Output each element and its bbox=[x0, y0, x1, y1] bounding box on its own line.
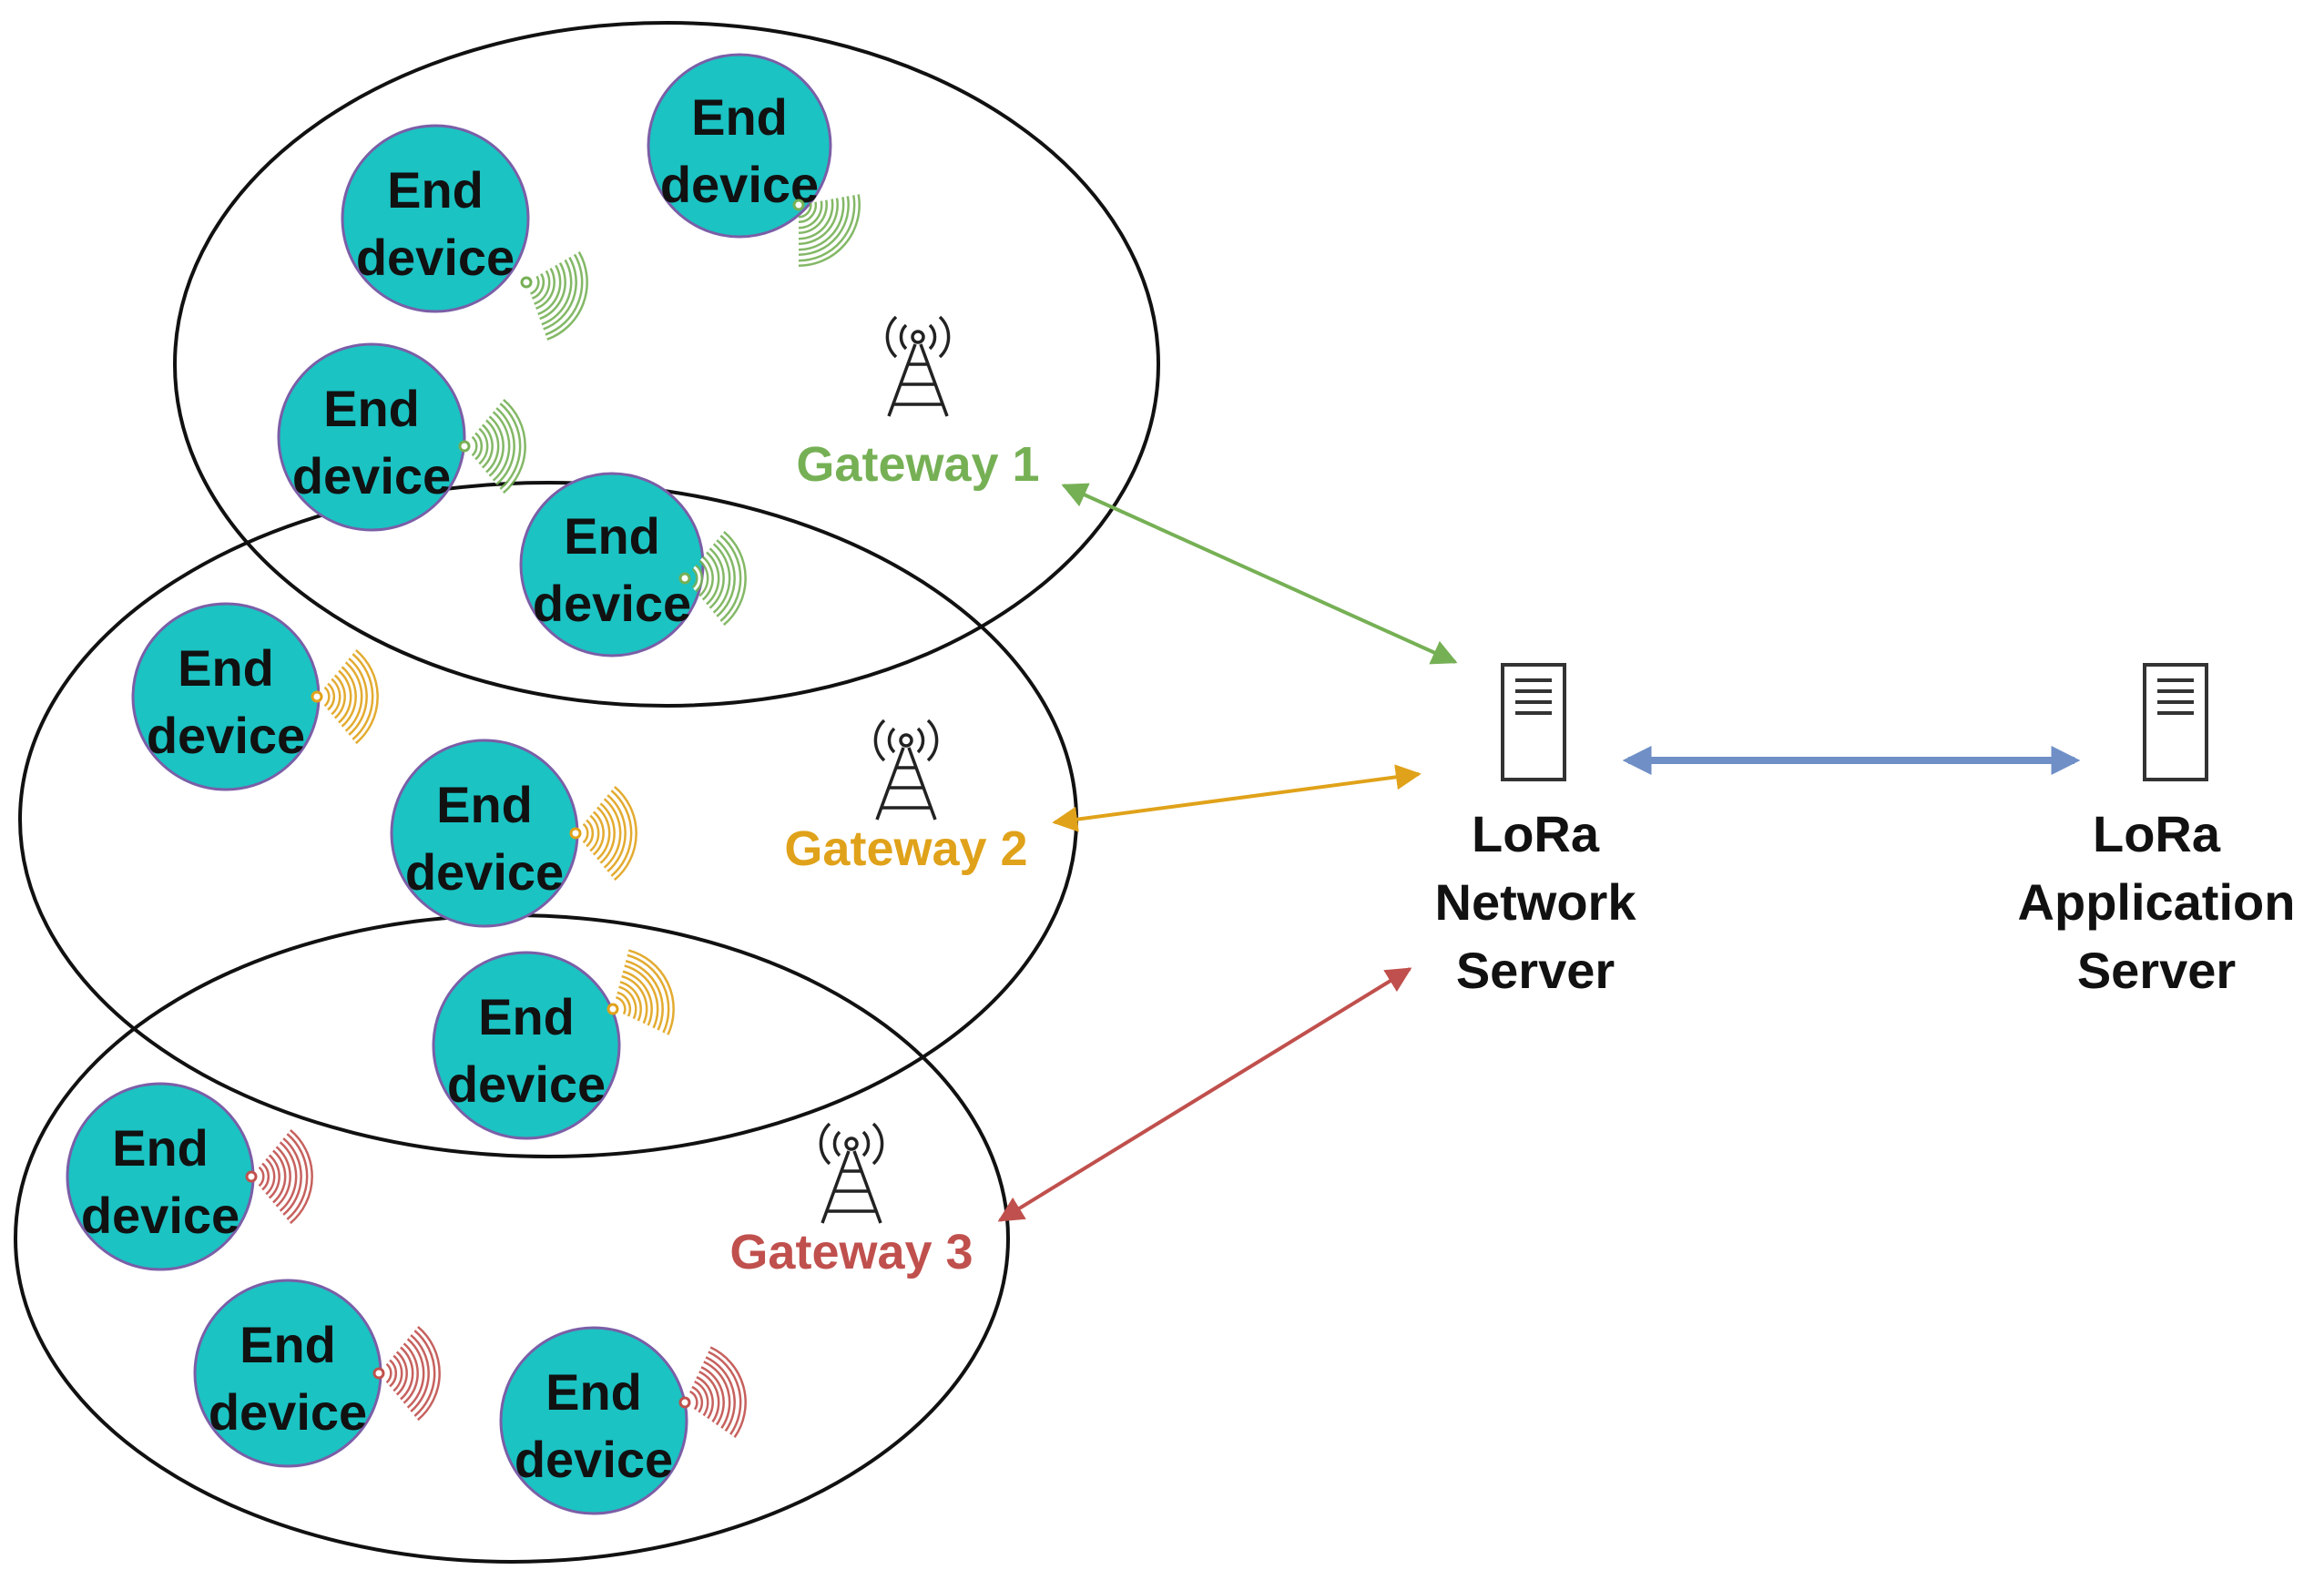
signal-waves-icon bbox=[245, 1128, 313, 1225]
end-device-label-line-1: End bbox=[387, 161, 484, 219]
application-server-line-1: LoRa bbox=[2093, 805, 2221, 862]
end-device-label-line-1: End bbox=[240, 1316, 336, 1373]
signal-waves-icon bbox=[606, 949, 675, 1035]
end-device-label-line-2: device bbox=[209, 1383, 367, 1441]
end-device: End device bbox=[66, 1082, 313, 1271]
gateway-3: Gateway 3 bbox=[729, 1122, 973, 1279]
end-device: End device bbox=[277, 342, 526, 532]
end-device-circle bbox=[341, 124, 530, 313]
lora-application-server: LoRa Application Server bbox=[2018, 663, 2296, 999]
end-device-circle bbox=[432, 951, 621, 1140]
gateway-3-label: Gateway 3 bbox=[729, 1225, 973, 1279]
end-device-label-line-1: End bbox=[564, 507, 660, 565]
end-device: End device bbox=[390, 739, 637, 928]
end-device-label-line-2: device bbox=[81, 1187, 240, 1244]
end-device-label-line-1: End bbox=[323, 380, 420, 437]
end-device-label-line-2: device bbox=[533, 575, 691, 632]
signal-waves-icon bbox=[678, 1346, 747, 1438]
end-device-label-line-1: End bbox=[478, 988, 575, 1045]
cell-tower-icon bbox=[819, 1122, 884, 1224]
end-device: End device bbox=[341, 124, 588, 341]
end-device-circle bbox=[647, 53, 832, 239]
end-device: End device bbox=[432, 949, 675, 1140]
network-server-line-1: LoRa bbox=[1472, 805, 1600, 862]
end-device-label-line-2: device bbox=[147, 707, 305, 764]
coverage-area-gateway-1 bbox=[173, 21, 1160, 708]
gateway-1-label: Gateway 1 bbox=[796, 437, 1039, 492]
signal-waves-icon bbox=[458, 398, 526, 494]
server-icon bbox=[1501, 663, 1566, 781]
end-device-label-line-1: End bbox=[178, 639, 274, 697]
cell-tower-icon bbox=[885, 315, 951, 417]
network-server-line-2: Network bbox=[1435, 873, 1637, 931]
end-device: End device bbox=[131, 602, 379, 791]
end-device-label-line-1: End bbox=[436, 776, 533, 833]
signal-waves-icon bbox=[569, 785, 637, 882]
signal-waves-icon bbox=[792, 194, 861, 267]
application-server-line-2: Application bbox=[2018, 873, 2296, 931]
signal-waves-icon bbox=[678, 530, 747, 627]
signal-waves-icon bbox=[520, 251, 588, 341]
end-device: End device bbox=[519, 472, 747, 657]
gateway-2-label: Gateway 2 bbox=[784, 821, 1027, 876]
gateway-1: Gateway 1 bbox=[796, 315, 1040, 492]
end-device-label-line-2: device bbox=[292, 447, 451, 505]
signal-waves-icon bbox=[372, 1325, 441, 1422]
end-device-label-line-2: device bbox=[356, 229, 515, 286]
end-device-label-line-1: End bbox=[545, 1363, 642, 1421]
cell-tower-icon bbox=[873, 719, 939, 821]
end-device-label-line-1: End bbox=[112, 1119, 209, 1177]
gateway-2: Gateway 2 bbox=[784, 719, 1028, 876]
network-server-line-3: Server bbox=[1456, 942, 1615, 999]
end-device-label-line-2: device bbox=[515, 1431, 673, 1488]
end-devices: EnddeviceEnddeviceEnddeviceEnddeviceEndd… bbox=[66, 53, 861, 1515]
end-device-label-line-1: End bbox=[691, 88, 788, 146]
end-device-label-line-2: device bbox=[447, 1055, 606, 1113]
server-icon bbox=[2143, 663, 2208, 781]
end-device-label-line-2: device bbox=[405, 843, 564, 901]
application-server-line-3: Server bbox=[2077, 942, 2236, 999]
end-device-circle bbox=[277, 342, 466, 532]
end-device-circle bbox=[499, 1326, 688, 1515]
link-gateway3-network-server bbox=[997, 967, 1412, 1222]
end-device-label-line-2: device bbox=[660, 156, 819, 213]
end-device: End device bbox=[647, 53, 861, 267]
link-gateway2-network-server bbox=[1052, 764, 1422, 832]
end-device: End device bbox=[499, 1326, 747, 1515]
link-gateway1-network-server bbox=[1061, 483, 1458, 665]
signal-waves-icon bbox=[311, 648, 379, 745]
lora-network-server: LoRa Network Server bbox=[1435, 663, 1637, 999]
end-device: End device bbox=[193, 1279, 441, 1468]
